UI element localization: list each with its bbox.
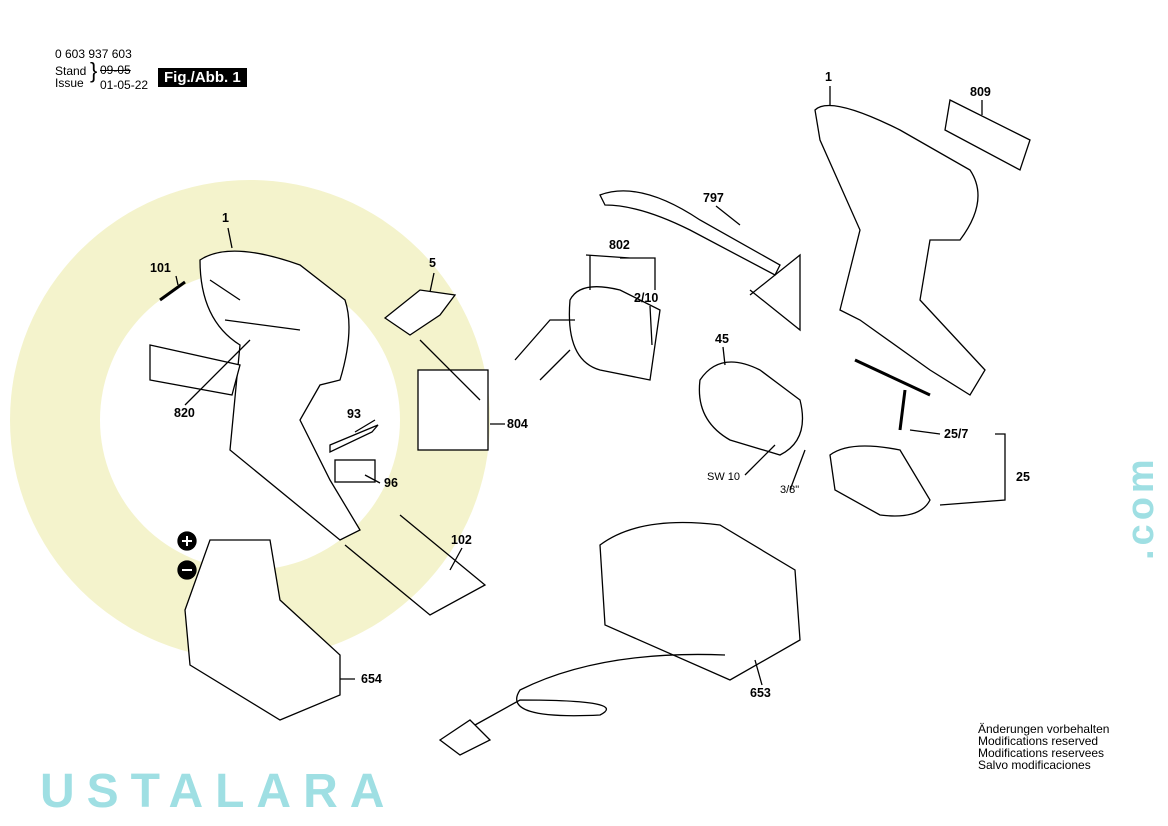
footer-note-de: Änderungen vorbehalten [978, 722, 1110, 736]
issue-date: 01-05-22 [100, 78, 149, 92]
housing-left-shape [199, 250, 361, 541]
part-label-25-7: 25/7 [944, 427, 969, 441]
part-label-102: 102 [451, 533, 472, 547]
screw-shape [159, 280, 186, 302]
part-label-96: 96 [384, 476, 398, 490]
gearbox-shape [698, 361, 804, 456]
part-label-sw10: SW 10 [707, 471, 741, 483]
part-96-shape [334, 459, 376, 483]
part-number: 0 603 937 603 [55, 47, 132, 61]
plug-shape [438, 719, 492, 756]
part-label-820: 820 [174, 406, 195, 420]
part-label-1-left: 1 [222, 211, 229, 225]
motor-shape [568, 286, 661, 381]
part-label-802: 802 [609, 238, 630, 252]
switch-shape [417, 369, 489, 451]
part-label-25: 25 [1016, 470, 1030, 484]
wire-shape [344, 514, 487, 616]
issue-label: Issue [55, 76, 84, 90]
part-label-653: 653 [750, 686, 771, 700]
part-label-101: 101 [150, 261, 171, 275]
label-820-shape [149, 344, 241, 396]
part-label-804: 804 [507, 417, 528, 431]
part-label-5: 5 [429, 256, 436, 270]
housing-right-shape [814, 104, 986, 396]
footer-note-es: Salvo modificaciones [978, 758, 1091, 772]
stand-label: Stand [55, 64, 87, 78]
power-cord [474, 653, 726, 726]
part-label-93: 93 [347, 407, 361, 421]
watermark-suffix: .com [1120, 455, 1162, 560]
part-label-809: 809 [970, 85, 991, 99]
charger-shape [599, 521, 801, 681]
part-label-45: 45 [715, 332, 729, 346]
part-label-1-right: 1 [825, 70, 832, 84]
footer-note-fr: Modifications reservees [978, 746, 1105, 760]
motor-terminals [514, 319, 575, 381]
part-93-shape [329, 424, 379, 454]
part-label-2-10: 2/10 [634, 291, 659, 305]
chuck-key-shape [854, 358, 931, 431]
footer-note-en: Modifications reserved [978, 734, 1099, 748]
strap-shape [599, 190, 781, 276]
battery-shape [184, 539, 341, 721]
brace: } [90, 58, 98, 83]
label-809-shape [944, 99, 1031, 171]
figure-label: Fig./Abb. 1 [158, 68, 247, 87]
housing-detail [209, 279, 301, 331]
chuck-shape [829, 445, 931, 517]
part-label-thread: 3/8" [780, 484, 800, 496]
leader-lines [175, 86, 1006, 686]
switch-cover-shape [383, 289, 457, 336]
watermark-text: USTALARA [40, 765, 397, 818]
part-label-797: 797 [703, 191, 724, 205]
stand-date: 09-05 [100, 63, 131, 77]
part-label-654: 654 [361, 672, 382, 686]
